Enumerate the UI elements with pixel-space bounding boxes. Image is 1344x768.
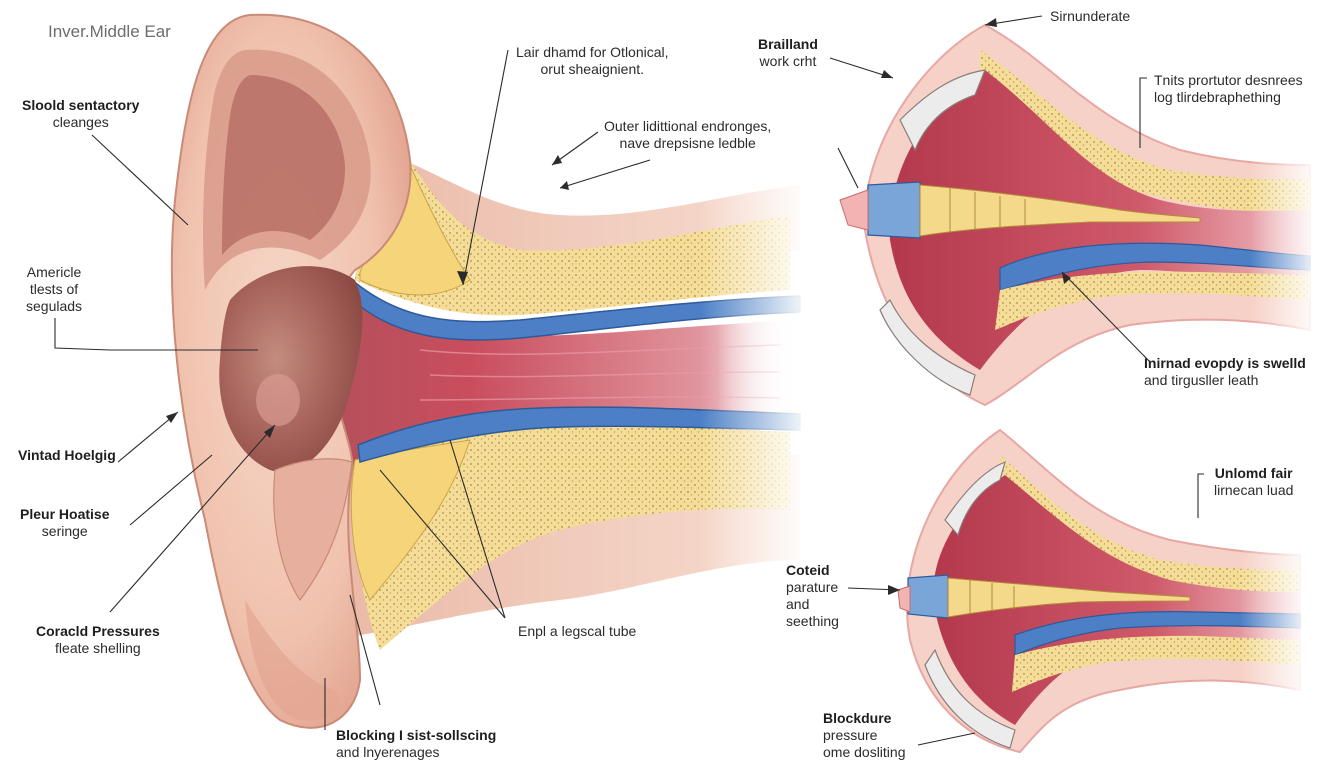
concha-highlight — [256, 374, 300, 426]
label-coteid-line2: parature — [786, 579, 839, 595]
label-outer-line1: Outer lidittional endronges, — [604, 118, 772, 134]
label-unlomd: Unlomd fair lirnecan luad — [1214, 465, 1293, 499]
label-americle-line3: segulads — [26, 298, 83, 314]
label-tnits: Tnits prortutor desnrees log tlirdebraph… — [1154, 72, 1303, 106]
tragus — [273, 458, 353, 602]
label-sloid-line2: cleanges — [52, 114, 109, 130]
label-sloid: Sloold sentactory cleanges — [22, 97, 139, 131]
label-inirnad-line1: Inirnad evopdy is swelld — [1144, 355, 1306, 371]
label-coracid-line2: fleate shelling — [55, 640, 141, 656]
label-coteid-line1: Coteid — [786, 562, 830, 578]
label-sirnunderate-line1: Sirnunderate — [1050, 8, 1131, 24]
label-blockdure: Blockdure pressure ome dosliting — [823, 710, 906, 761]
label-brailland-line2: work crht — [759, 53, 817, 69]
label-tnits-line1: Tnits prortutor desnrees — [1154, 72, 1303, 88]
label-americle-line1: Americle — [26, 264, 82, 280]
label-blocking-line1: Blocking I sist-sollscing — [336, 727, 497, 743]
label-unlomd-line1: Unlomd fair — [1214, 465, 1293, 481]
label-americle: Americle tlests of segulads — [26, 264, 82, 315]
label-enpl-line1: Enpl a legscal tube — [518, 623, 637, 639]
label-americle-line2: tlests of — [29, 281, 79, 297]
label-lair: Lair dhamd for Otlonical, orut sheaignie… — [516, 44, 669, 78]
lower-cartilage-highlight — [350, 439, 471, 601]
label-coracid: Coracld Pressures fleate shelling — [36, 623, 160, 657]
label-brailland-line1: Brailland — [758, 36, 818, 52]
label-pleur-line2: seringe — [41, 523, 88, 539]
label-outer-line2: nave drepsisne ledble — [619, 135, 756, 151]
label-enpl: Enpl a legscal tube — [518, 623, 636, 640]
leader-arrowheads — [166, 18, 1071, 595]
concha — [219, 266, 363, 472]
label-blockdure-line3: ome dosliting — [823, 744, 906, 760]
label-tnits-line2: log tlirdebraphething — [1154, 89, 1281, 105]
label-blocking-line2: and lnyerenages — [336, 744, 440, 760]
label-inirnad-line2: and tirgusller leath — [1144, 372, 1259, 388]
diagram-title: Inver.Middle Ear — [48, 22, 171, 41]
label-sirnunderate: Sirnunderate — [1050, 8, 1130, 25]
label-lair-line1: Lair dhamd for Otlonical, — [516, 44, 669, 60]
label-outer: Outer lidittional endronges, nave drepsi… — [604, 118, 771, 152]
lobule — [245, 600, 339, 721]
label-brailland: Brailland work crht — [758, 36, 818, 70]
lower-right-section — [897, 428, 1310, 754]
label-blockdure-line1: Blockdure — [823, 710, 892, 726]
helix-inner — [222, 75, 346, 255]
label-vintad: Vintad Hoelgig — [18, 447, 116, 464]
label-pleur: Pleur Hoatise seringe — [20, 506, 109, 540]
label-vintad-line1: Vintad Hoelgig — [18, 447, 116, 463]
label-coracid-line1: Coracld Pressures — [36, 623, 160, 639]
label-sloid-line1: Sloold sentactory — [22, 97, 140, 113]
label-inirnad: Inirnad evopdy is swelld and tirgusller … — [1144, 355, 1306, 389]
label-blockdure-line2: pressure — [823, 727, 878, 743]
label-coteid-line4: seething — [786, 613, 839, 629]
canal-fade — [700, 150, 810, 620]
label-blocking: Blocking I sist-sollscing and lnyerenage… — [336, 727, 496, 761]
label-pleur-line1: Pleur Hoatise — [20, 506, 110, 522]
upper-right-section — [839, 23, 1320, 407]
label-unlomd-line2: lirnecan luad — [1214, 482, 1294, 498]
label-coteid-line3: and — [786, 596, 810, 612]
leader-lines — [54, 15, 1204, 746]
label-coteid: Coteid parature and seething — [786, 562, 839, 630]
label-lair-line2: orut sheaignient. — [540, 61, 645, 77]
